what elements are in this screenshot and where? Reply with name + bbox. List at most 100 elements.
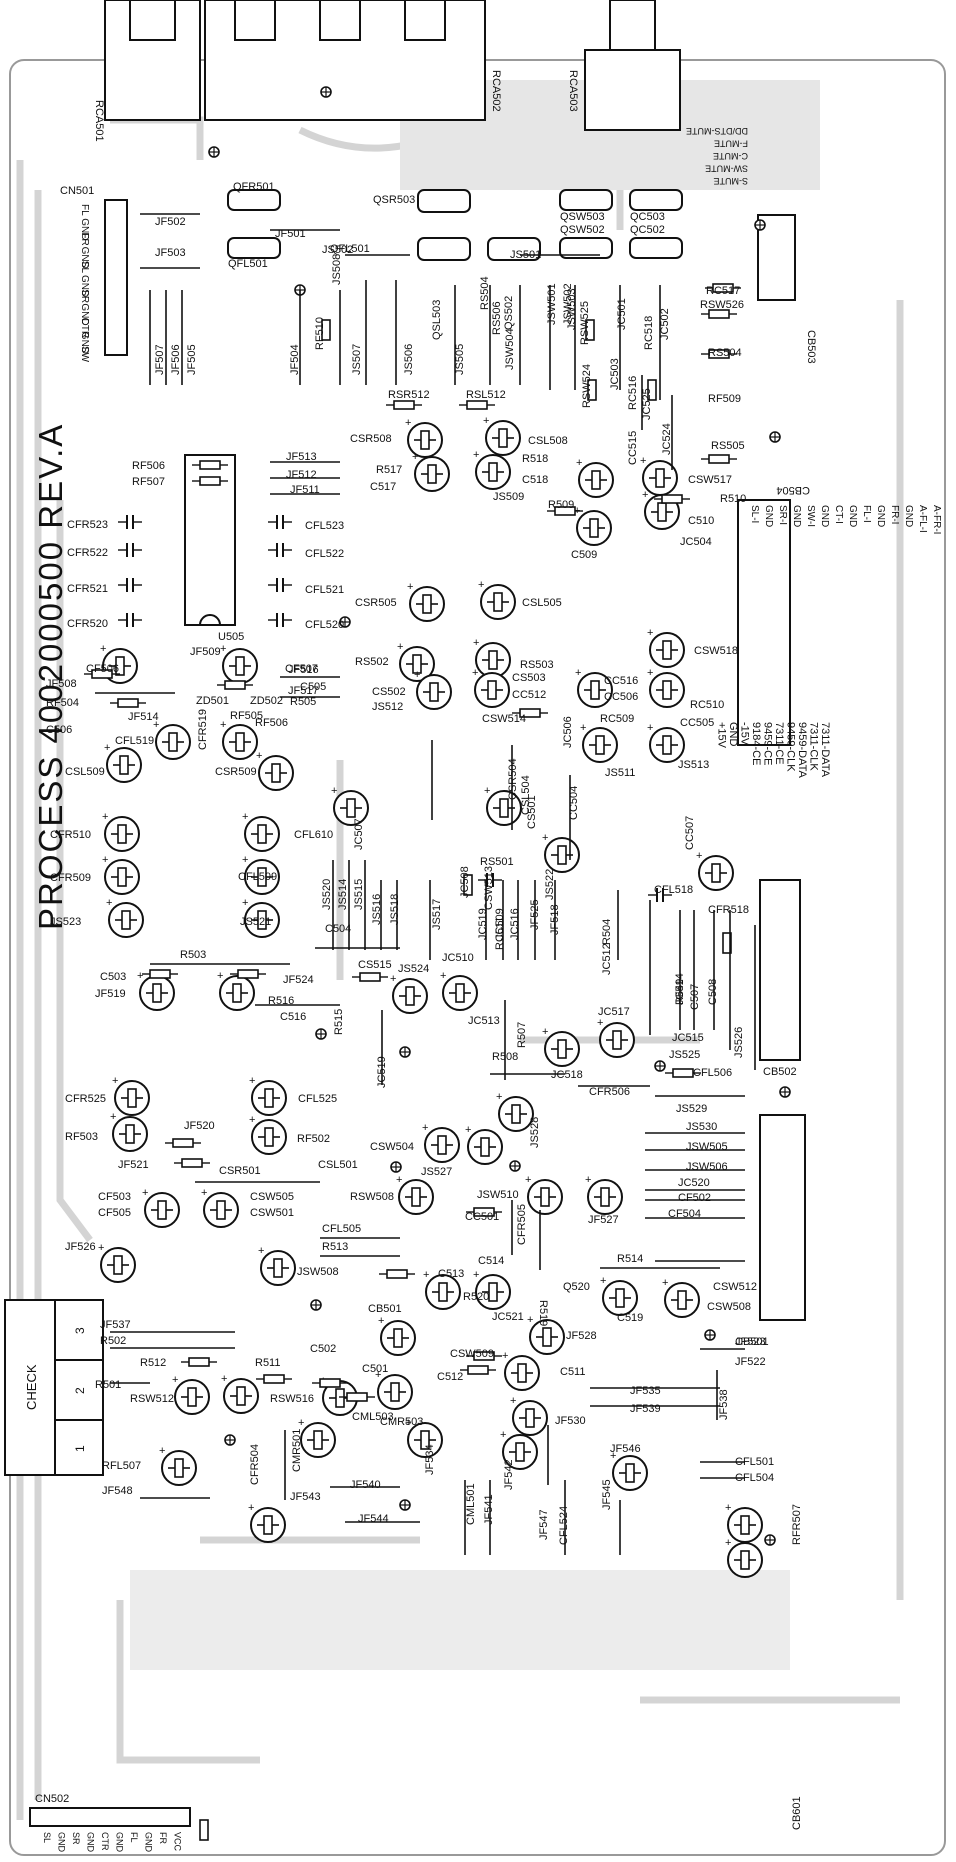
polarity-mark: + [201, 1187, 207, 1199]
component-reference-label: JF546 [610, 1443, 641, 1455]
polarity-mark: + [405, 1417, 411, 1429]
component-reference-label: CSR508 [350, 433, 392, 445]
polarity-mark: + [407, 581, 413, 593]
component-reference-label: JS523 [50, 916, 81, 928]
capacitor-pad [662, 680, 672, 700]
component-reference-label: RS505 [711, 440, 745, 452]
component-reference-label: JSW503 [566, 288, 578, 330]
ic-u505-body [184, 454, 236, 626]
component-reference-label: JSW508 [297, 1266, 339, 1278]
component-reference-label: JS527 [421, 1166, 452, 1178]
polarity-mark: + [242, 854, 248, 866]
capacitor-pad [429, 682, 439, 702]
component-reference-label: CC501 [465, 1211, 499, 1223]
capacitor-pad [655, 468, 665, 488]
connector-pin-label: FR-I [889, 505, 900, 524]
component-reference-label: CFR523 [67, 519, 108, 531]
component-reference-label: CSL504 [520, 775, 532, 815]
cb503-connector [757, 214, 796, 301]
connector-pin-label: A-FR-I [931, 505, 942, 534]
connector-pin-label: -15V [739, 722, 751, 746]
component-reference-label: JF520 [184, 1120, 215, 1132]
capacitor-pad [488, 1282, 498, 1302]
component-reference-label: C508 [707, 979, 719, 1005]
component-reference-label: C507 [689, 984, 701, 1010]
cb501-connector [759, 1114, 806, 1321]
polarity-mark: + [396, 1174, 402, 1186]
capacitor-pad [257, 824, 267, 844]
component-reference-label: CSR505 [355, 597, 397, 609]
component-reference-label: CSR501 [219, 1165, 261, 1177]
component-reference-label: JSW510 [477, 1189, 519, 1201]
capacitor-pad [615, 1288, 625, 1308]
resistor [393, 400, 415, 410]
jumper-marks [95, 213, 756, 1555]
polarity-mark: + [242, 811, 248, 823]
polarity-mark: + [104, 742, 110, 754]
capacitor-pad [420, 430, 430, 450]
polarity-mark: + [331, 785, 337, 797]
rca502-jack [404, 0, 446, 41]
component-reference-label: CSW518 [694, 645, 738, 657]
connector-pin-label: FL [79, 204, 90, 216]
polarity-mark: + [98, 1242, 104, 1254]
component-reference-label: JSW504 [504, 328, 516, 370]
component-reference-label: CSW508 [707, 1301, 751, 1313]
component-reference-label: JSW506 [686, 1161, 728, 1173]
cn502-connector [29, 1807, 191, 1827]
cb502-label: CB502 [763, 1066, 797, 1078]
component-reference-label: JC516 [509, 908, 521, 940]
component-reference-label: CS502 [372, 686, 406, 698]
connector-pin-label: +15V [716, 722, 728, 749]
component-reference-label: JF506 [170, 344, 182, 375]
connector-pin-label: S-MUTE [714, 176, 749, 186]
component-reference-label: R518 [522, 453, 548, 465]
polarity-mark: + [414, 669, 420, 681]
connector-pin-label: GND [57, 1832, 67, 1853]
polarity-mark: + [220, 719, 226, 731]
polarity-mark: + [576, 457, 582, 469]
component-reference-label: CC512 [512, 689, 546, 701]
component-reference-label: R513 [322, 1241, 348, 1253]
capacitor-pad [542, 1327, 552, 1347]
capacitor-pad [346, 798, 356, 818]
polarity-mark: + [153, 719, 159, 731]
connector-pin-label: 9459-CLK [785, 722, 797, 772]
connector-pin-label: GND [144, 1832, 154, 1853]
capacitor-pad [168, 732, 178, 752]
capacitor-pad [405, 986, 415, 1006]
component-reference-label: CSW512 [713, 1281, 757, 1293]
capacitor-pad [480, 1137, 490, 1157]
capacitor-pad [157, 1200, 167, 1220]
connector-pin-label: SR [79, 289, 90, 303]
polarity-mark: + [483, 415, 489, 427]
polarity-mark: + [397, 641, 403, 653]
polarity-mark: + [575, 667, 581, 679]
polarity-mark: + [484, 785, 490, 797]
component-reference-label: C501 [362, 1363, 388, 1375]
polarity-mark: + [473, 449, 479, 461]
component-reference-label: CFR525 [65, 1093, 106, 1105]
component-reference-label: RFL507 [102, 1460, 141, 1472]
connector-pin-label: SW-MUTE [705, 164, 748, 174]
component-reference-label: RF505 [230, 710, 263, 722]
component-reference-label: RS506 [491, 301, 503, 335]
connector-pin-label: A-FL-I [917, 505, 928, 533]
component-reference-label: CFR522 [67, 547, 108, 559]
component-reference-label: QSW502 [560, 224, 605, 236]
component-reference-label: JS526 [733, 1027, 745, 1058]
component-reference-label: CS503 [512, 672, 546, 684]
component-reference-label: CFL524 [558, 1506, 570, 1545]
component-reference-label: JC509 [494, 908, 506, 940]
polarity-mark: + [440, 970, 446, 982]
polarity-mark: + [473, 1269, 479, 1281]
component-reference-label: CFL509 [238, 871, 277, 883]
capacitor-pad [117, 867, 127, 887]
component-reference-label: CF502 [678, 1192, 711, 1204]
component-reference-label: CSW509 [450, 1348, 494, 1360]
rca502-jack [234, 0, 276, 41]
check-box-cell: 2 [73, 1387, 87, 1394]
component-reference-label: R514 [617, 1253, 643, 1265]
polarity-mark: + [137, 970, 143, 982]
